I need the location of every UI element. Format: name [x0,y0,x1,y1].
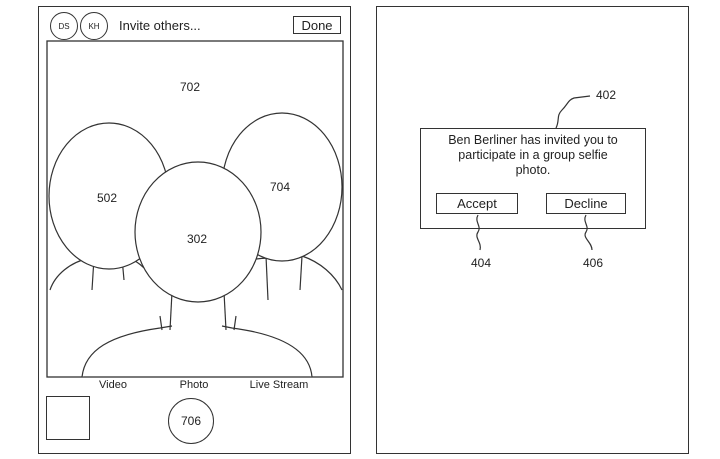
invite-others-link[interactable]: Invite others... [119,18,201,33]
label-702: 702 [180,80,201,94]
shutter-button[interactable]: 706 [168,398,214,444]
callout-406: 406 [583,256,604,270]
callout-leader-402 [555,95,591,129]
gallery-thumbnail[interactable] [46,396,90,440]
mode-video[interactable]: Video [99,379,127,391]
callout-404: 404 [471,256,492,270]
mode-photo[interactable]: Photo [179,379,209,391]
accept-button[interactable]: Accept [436,193,518,214]
label-704: 704 [270,180,291,194]
invite-message: Ben Berliner has invited you to particip… [420,133,646,178]
invite-message-line-3: photo. [515,163,551,177]
avatar-kh-initials: KH [88,21,100,31]
label-502: 502 [97,191,118,205]
avatar-ds[interactable]: DS [50,12,78,40]
avatar-ds-initials: DS [58,21,70,31]
callout-402: 402 [596,88,617,102]
invite-message-line-1: Ben Berliner has invited you to [448,133,618,147]
done-button[interactable]: Done [293,16,341,34]
viewfinder-frame [46,40,344,378]
callout-leader-404 [476,214,481,251]
mode-live-stream[interactable]: Live Stream [249,379,309,391]
invite-message-line-2: participate in a group selfie [458,148,608,162]
callout-leader-406 [584,214,593,251]
person-302 [81,161,313,378]
label-302: 302 [187,232,208,246]
right-phone-frame [376,6,689,454]
avatar-kh[interactable]: KH [80,12,108,40]
shutter-label-706: 706 [180,414,202,428]
decline-button[interactable]: Decline [546,193,626,214]
